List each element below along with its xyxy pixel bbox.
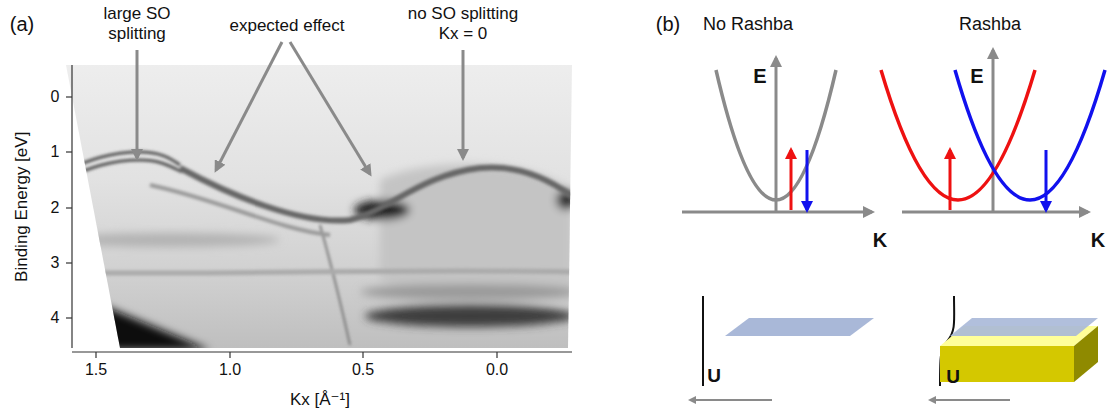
band-region <box>60 233 280 247</box>
spin-up-arrow <box>790 150 793 210</box>
tick-label: 4 <box>51 309 60 327</box>
spin-down-arrow <box>1045 150 1048 210</box>
panel-letter: (a) <box>10 13 34 36</box>
spin-down-arrow <box>806 150 809 210</box>
panel-title: Rashba <box>959 14 1021 35</box>
leader-arrow <box>462 50 465 158</box>
leader-arrow <box>136 50 139 158</box>
tick-label: 1.0 <box>219 361 241 379</box>
electron-layer <box>725 318 874 336</box>
tick-label: 1.5 <box>85 361 107 379</box>
energy-axis <box>992 50 995 212</box>
band-region <box>365 305 575 327</box>
leader-arrow <box>216 42 282 170</box>
tick-label: 1 <box>51 143 60 161</box>
tick <box>66 207 72 208</box>
substrate-front <box>940 346 1074 382</box>
axis-letter: K <box>1091 229 1105 252</box>
spin-down-parabola <box>955 70 1105 200</box>
axis-letter: U <box>707 365 721 387</box>
position-arrow <box>930 399 1010 401</box>
parabola <box>716 70 836 200</box>
panel-letter: (b) <box>656 13 680 36</box>
band-line <box>150 185 330 235</box>
tick <box>362 352 363 358</box>
y-axis <box>71 65 72 348</box>
callout-arrows <box>137 42 463 174</box>
callout-text: large SO splitting <box>87 4 187 43</box>
axes <box>66 65 572 358</box>
band-line <box>66 271 572 273</box>
leader-arrow <box>290 42 370 174</box>
tick-label: 2 <box>51 199 60 217</box>
tick-label: 0.0 <box>486 361 508 379</box>
tick-label: 0.5 <box>352 361 374 379</box>
axis-letter: E <box>970 65 983 88</box>
position-arrow <box>690 399 772 401</box>
tick <box>95 352 96 358</box>
tick <box>229 352 230 358</box>
callout-text: expected effect <box>230 16 345 36</box>
axis-letter: K <box>873 229 887 252</box>
axis-title: Kx [Å⁻¹] <box>290 390 350 410</box>
energy-axis <box>775 58 778 212</box>
band-region <box>360 284 580 300</box>
axis-letter: E <box>753 65 766 88</box>
free-layer-sketch <box>690 296 874 400</box>
rashba-plot <box>881 50 1105 212</box>
axis-title: Binding Energy [eV] <box>12 132 32 282</box>
electron-layer <box>950 318 1098 336</box>
no-rashba-plot <box>682 58 872 212</box>
tick-label: 0 <box>51 88 60 106</box>
band-region <box>380 164 572 300</box>
tick <box>66 96 72 97</box>
tick-label: 3 <box>51 254 60 272</box>
tick <box>66 317 72 318</box>
potential-line <box>702 296 704 386</box>
k-axis <box>682 211 872 214</box>
tick <box>496 352 497 358</box>
spin-up-parabola <box>881 70 1035 200</box>
layer-on-substrate-sketch <box>930 296 1098 400</box>
tick <box>66 151 72 152</box>
band-line <box>66 160 182 178</box>
k-axis <box>902 211 1088 214</box>
tick <box>66 262 72 263</box>
band-line <box>320 225 350 345</box>
spin-up-arrow <box>949 150 952 210</box>
axis-letter: U <box>946 366 960 388</box>
panel-title: No Rashba <box>703 14 793 35</box>
band-region <box>66 290 210 350</box>
callout-text: no SO splitting Kx = 0 <box>401 4 526 43</box>
